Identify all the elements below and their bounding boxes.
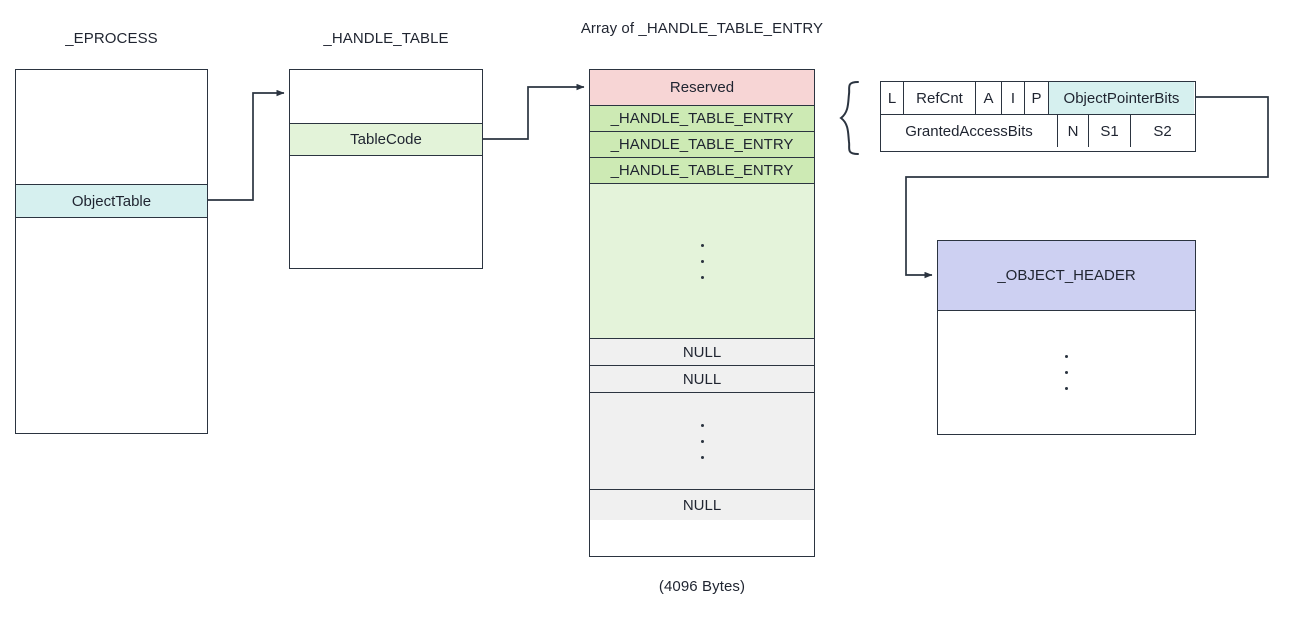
bitfield-cell-nocloseflag[interactable]: N bbox=[1058, 115, 1089, 147]
object-header-body-ellipsis bbox=[938, 311, 1195, 434]
array-cell-null-3[interactable]: NULL bbox=[590, 490, 814, 520]
ellipsis-dot bbox=[1065, 355, 1068, 358]
ellipsis-dot bbox=[700, 243, 704, 247]
handletable-caption: _HANDLE_TABLE bbox=[323, 30, 449, 47]
brace-entry-detail bbox=[839, 81, 859, 155]
ellipsis-dot bbox=[700, 455, 704, 459]
bitfield-cell-inherit[interactable]: I bbox=[1002, 82, 1025, 114]
array-cell-null-1[interactable]: NULL bbox=[590, 339, 814, 366]
handle-table-entry-bitfield: L RefCnt A I P ObjectPointerBits Granted… bbox=[880, 81, 1196, 152]
bitfield-cell-attributes[interactable]: A bbox=[976, 82, 1002, 114]
bitfield-cell-lock[interactable]: L bbox=[881, 82, 904, 114]
ellipsis-dot bbox=[700, 275, 704, 279]
eprocess-row-empty-bottom bbox=[16, 218, 207, 432]
bitfield-row-2: GrantedAccessBits N S1 S2 bbox=[881, 115, 1195, 147]
array-cell-entry-3[interactable]: _HANDLE_TABLE_ENTRY bbox=[590, 158, 814, 184]
array-cell-null-ellipsis bbox=[590, 393, 814, 490]
arrow-tablecode-to-array bbox=[483, 83, 585, 140]
bitfield-cell-s2[interactable]: S2 bbox=[1131, 115, 1194, 147]
eprocess-row-objecttable[interactable]: ObjectTable bbox=[16, 184, 207, 218]
bitfield-cell-grantedaccessbits[interactable]: GrantedAccessBits bbox=[881, 115, 1058, 147]
handletable-row-tablecode[interactable]: TableCode bbox=[290, 123, 482, 156]
array-cell-entry-1[interactable]: _HANDLE_TABLE_ENTRY bbox=[590, 106, 814, 132]
entry-array-caption: Array of _HANDLE_TABLE_ENTRY bbox=[580, 20, 824, 37]
bitfield-cell-protect[interactable]: P bbox=[1025, 82, 1049, 114]
bitfield-row-1: L RefCnt A I P ObjectPointerBits bbox=[881, 82, 1195, 115]
bitfield-cell-objectpointerbits[interactable]: ObjectPointerBits bbox=[1049, 82, 1194, 114]
eprocess-row-empty-top bbox=[16, 70, 207, 184]
bitfield-cell-s1[interactable]: S1 bbox=[1089, 115, 1131, 147]
ellipsis-dot bbox=[1065, 371, 1068, 374]
object-header-box: _OBJECT_HEADER bbox=[937, 240, 1196, 435]
arrow-objecttable-to-handletable bbox=[208, 89, 285, 201]
eprocess-caption: _EPROCESS bbox=[65, 30, 158, 47]
array-cell-entry-ellipsis bbox=[590, 184, 814, 339]
array-cell-entry-2[interactable]: _HANDLE_TABLE_ENTRY bbox=[590, 132, 814, 158]
ellipsis-dot bbox=[700, 439, 704, 443]
object-header-title-row[interactable]: _OBJECT_HEADER bbox=[938, 241, 1195, 311]
array-cell-reserved[interactable]: Reserved bbox=[590, 70, 814, 106]
ellipsis-dot bbox=[700, 423, 704, 427]
eprocess-box: ObjectTable bbox=[15, 69, 208, 434]
ellipsis-dot bbox=[700, 259, 704, 263]
handletable-row-empty-top bbox=[290, 70, 482, 123]
array-cell-null-2[interactable]: NULL bbox=[590, 366, 814, 393]
bitfield-cell-refcnt[interactable]: RefCnt bbox=[904, 82, 976, 114]
ellipsis-dot bbox=[1065, 387, 1068, 390]
entry-array-footer: (4096 Bytes) bbox=[658, 578, 746, 595]
entry-array-box: Reserved _HANDLE_TABLE_ENTRY _HANDLE_TAB… bbox=[589, 69, 815, 557]
handletable-box: TableCode bbox=[289, 69, 483, 269]
handletable-row-empty-bottom bbox=[290, 156, 482, 267]
